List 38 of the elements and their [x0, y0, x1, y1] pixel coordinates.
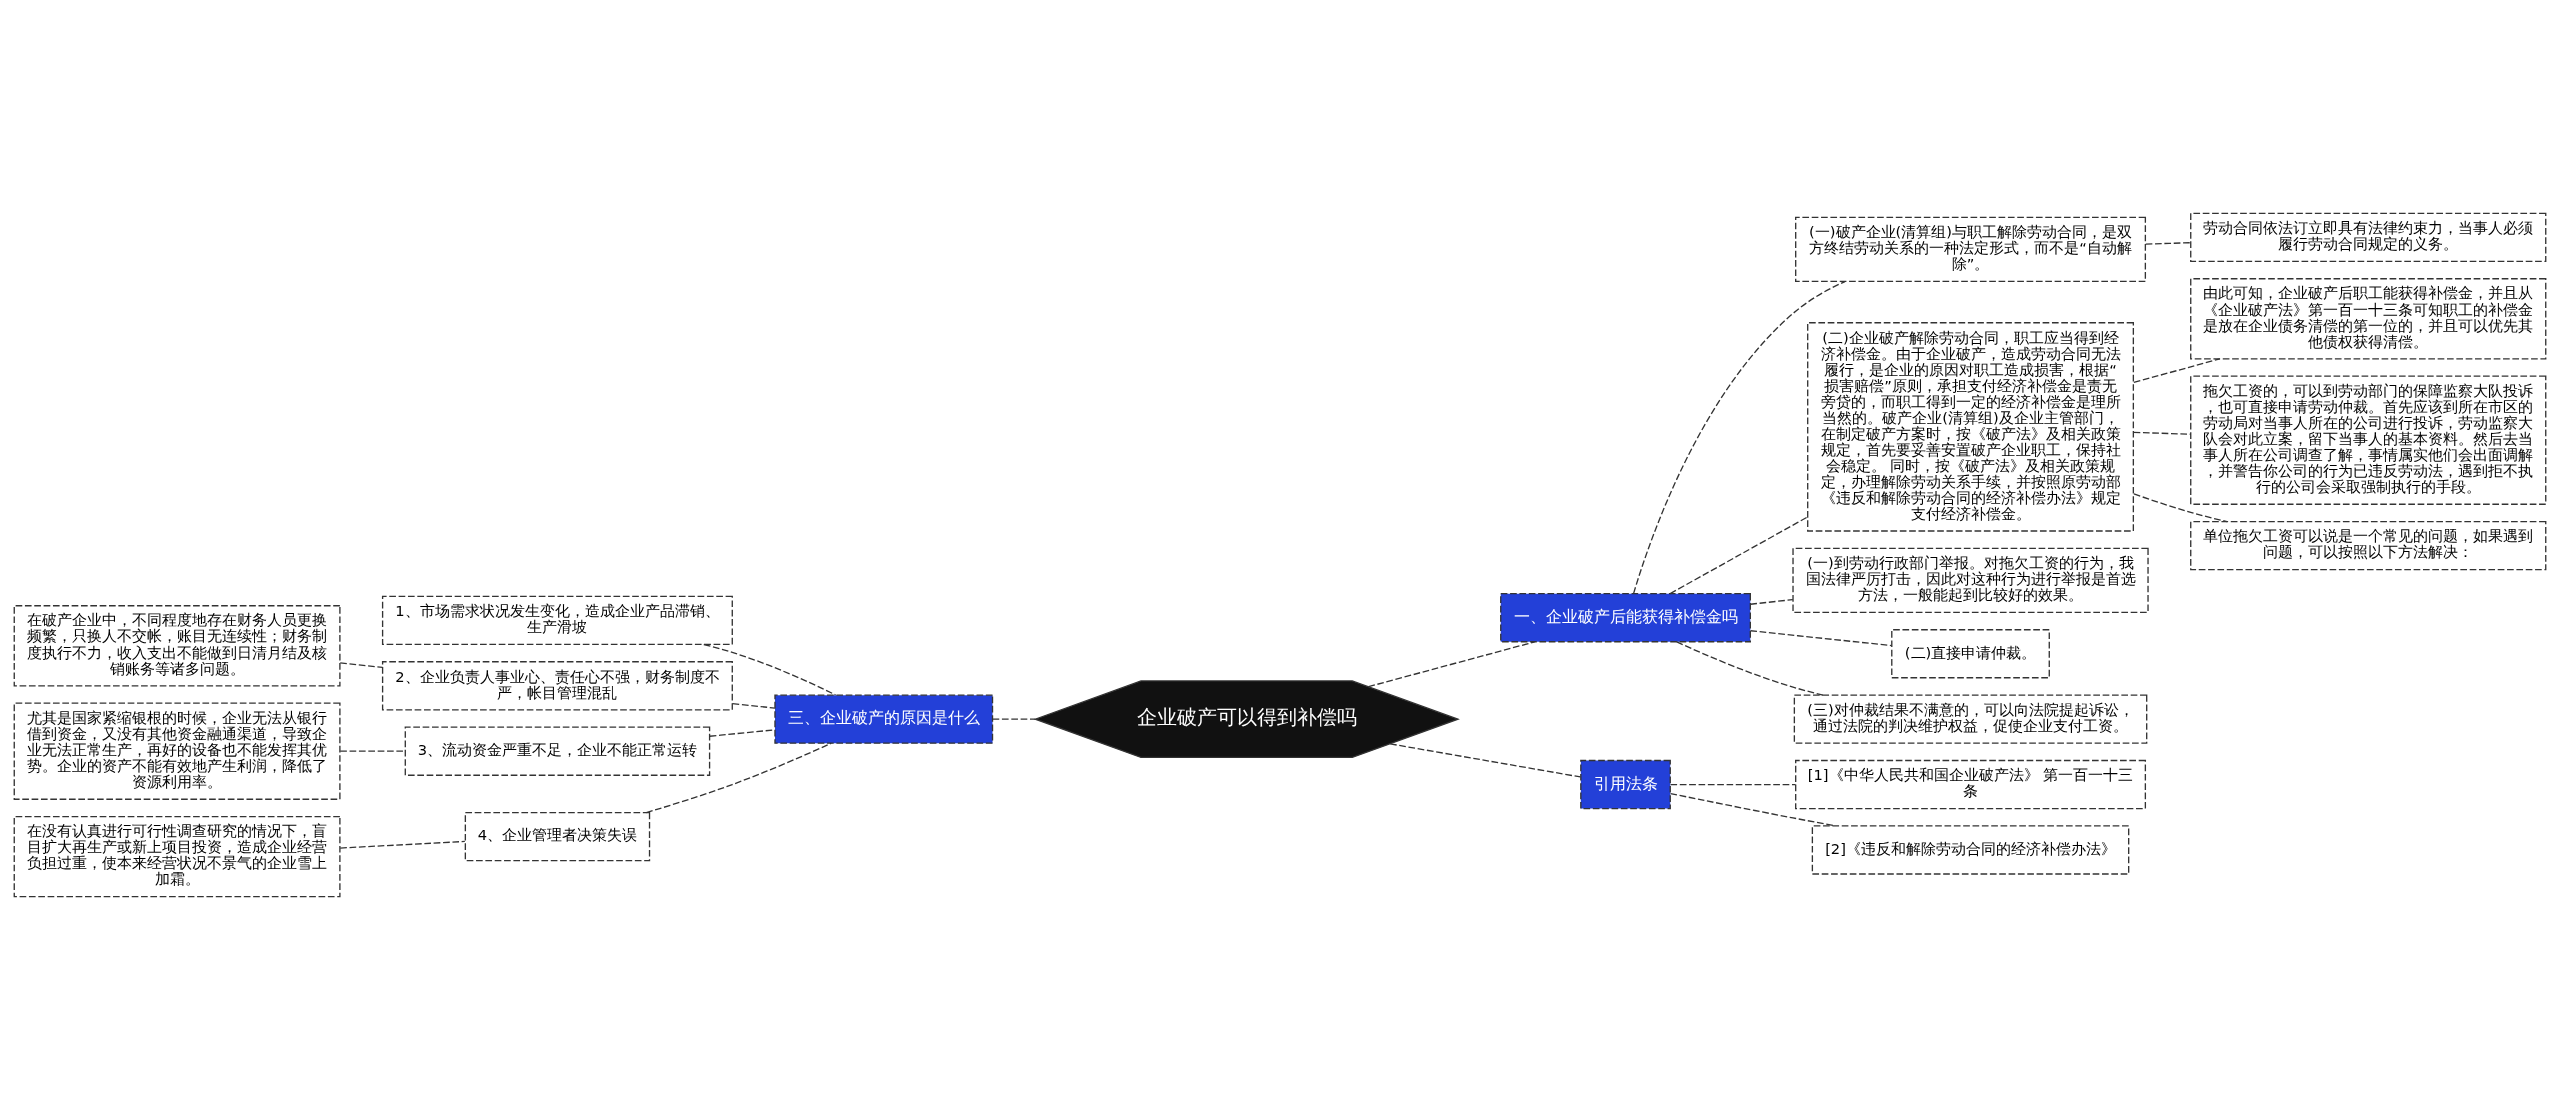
- connector: [2145, 241, 2192, 245]
- node-box: 在破产企业中，不同程度地存在财务人员更换频繁，只换人不交帐，账目无连续性；财务制度执行不力，收入支出不能做到日清月结及核销账务等诸多问题。: [13, 604, 341, 686]
- node-box: (二)企业破产解除劳动合同，职工应当得到经济补偿金。由于企业破产，造成劳动合同无法履行，是企业的原因对职工造成损害，根据“损害赔偿”原则，承担支付经济补偿金是责无旁贷的，而职工得到一定的经济补偿金是理所当然的。破产企业(清算组)及企业主管部门，在制定破产方案时，按《破产法》及相关政策规定，首先要妥善安置破产企业职工，保持社会稳定。 同时，按《破产法》及相关政策规定，办理解除劳动关系手续，并按照原劳动部《违反和解除劳动合同的经济补偿办法》规定支付经济补偿金。: [1807, 321, 2134, 532]
- node-box: (一)到劳动行政部门举报。对拖欠工资的行为，我国法律严厉打击，因此对这种行为进行举报是首选方法，一般能起到比较好的效果。: [1792, 547, 2149, 613]
- connector: [703, 643, 837, 696]
- connector: [339, 840, 466, 849]
- node-box: 劳动合同依法订立即具有法律约束力，当事人必须履行劳动合同规定的义务。: [2190, 212, 2547, 262]
- connector: [1389, 742, 1582, 778]
- node-box: 尤其是国家紧缩银根的时候，企业无法从银行借到资金，又没有其他资金融通渠道，导致企业无法正常生产，再好的设备也不能发挥其优势。企业的资产不能有效地产生利润，降低了资源利用率。: [13, 701, 341, 800]
- node-box: (一)破产企业(清算组)与职工解除劳动合同，是双方终结劳动关系的一种法定形式，而不是“自动解除”。: [1795, 216, 2147, 282]
- connector: [1669, 783, 1797, 785]
- connector: [992, 718, 1036, 720]
- connector: [1749, 598, 1794, 605]
- node-box: 三、企业破产的原因是什么: [774, 693, 994, 744]
- connector: [645, 742, 832, 813]
- connector: [339, 750, 406, 752]
- node-box: 由此可知，企业破产后职工能获得补偿金，并且从《企业破产法》第一百一十三条可知职工的补偿金是放在企业债务清偿的第一位的，并且可以优先其他债权获得清偿。: [2190, 277, 2547, 359]
- connector: [731, 702, 776, 709]
- node-box: 一、企业破产后能获得补偿金吗: [1500, 592, 1751, 642]
- node-box: (二)直接申请仲裁。: [1891, 628, 2050, 678]
- node-box: [2]《违反和解除劳动合同的经济补偿办法》: [1811, 824, 2130, 875]
- connector: [2133, 431, 2192, 435]
- node-box: (三)对仲裁结果不满意的，可以向法院提起诉讼，通过法院的判决维护权益，促使企业支付工资。: [1793, 693, 2148, 744]
- connector: [1676, 640, 1824, 696]
- node-box: 1、市场需求状况发生变化，造成企业产品滞销、生产滑坡: [381, 595, 733, 645]
- node-box: [1]《中华人民共和国企业破产法》 第一百一十三条: [1795, 759, 2147, 809]
- node-box: 引用法条: [1580, 759, 1671, 809]
- node-box: 单位拖欠工资可以说是一个常见的问题，如果遇到问题，可以按照以下方法解决：: [2190, 520, 2547, 570]
- node-box: 拖欠工资的，可以到劳动部门的保障监察大队投诉，也可直接申请劳动仲裁。首先应该到所在市区的劳动局对当事人所在的公司进行投诉，劳动监察大队会对此立案，留下当事人的基本资料。然后去当事人所在公司调查了解，事情属实他们会出面调解，并警告你公司的行为已违反劳动法，遇到拒不执行的公司会采取强制执行的手段。: [2190, 375, 2547, 505]
- connector: [1749, 629, 1893, 646]
- node-box: 2、企业负责人事业心、责任心不强，财务制度不严，帐目管理混乱: [381, 660, 733, 710]
- node-box: 在没有认真进行可行性调查研究的情况下，盲目扩大再生产或新上项目投资，造成企业经营负担过重，使本来经营状况不景气的企业雪上加霜。: [13, 815, 341, 897]
- connector: [339, 661, 384, 668]
- node-box: 3、流动资金严重不足，企业不能正常运转: [404, 726, 711, 776]
- connector: [1632, 280, 1846, 594]
- node-box: 4、企业管理者决策失误: [464, 811, 651, 861]
- connector: [1669, 515, 1809, 594]
- connector: [1367, 640, 1536, 687]
